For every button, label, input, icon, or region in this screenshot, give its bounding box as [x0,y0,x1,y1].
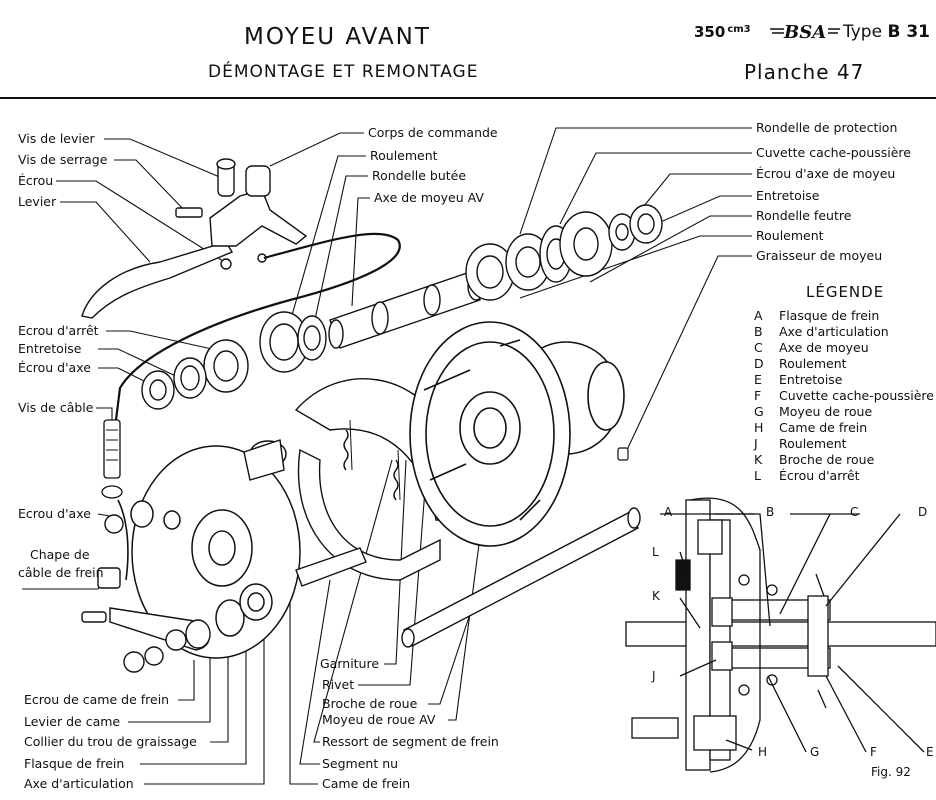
label-vis-de-serrage: Vis de serrage [18,152,108,167]
bsa-logo-icon: BSA [770,22,840,43]
right-bearing-seals [465,204,663,301]
label-graisseur-de-moyeu: Graisseur de moyeu [756,248,883,263]
figure-label: Fig. 92 [871,765,911,779]
label-broche-de-roue: Broche de roue [322,696,418,711]
brake-cam [243,439,367,587]
section-letter-f: F [870,745,877,759]
label-ressort-segment: Ressort de segment de frein [322,734,499,749]
cam-lever [81,567,211,673]
label-axe-de-moyeu-av: Axe de moyeu AV [374,190,484,205]
brake-cable [101,232,401,581]
label-entretoise-right: Entretoise [756,188,820,203]
label-rondelle-de-protection: Rondelle de protection [756,120,898,135]
engine-value: 350 [694,23,726,41]
label-cable-de-frein: câble de frein [18,565,104,580]
cross-section-view [625,497,936,773]
svg-text:BSA: BSA [783,22,826,43]
section-letter-g: G [810,745,820,759]
section-letter-a: A [664,505,673,519]
label-ecrou-daxe-de-moyeu: Écrou d'axe de moyeu [756,166,896,181]
label-came-de-frein: Came de frein [322,776,411,791]
label-entretoise-left: Entretoise [18,341,82,356]
label-cuvette-cache-poussiere: Cuvette cache-poussière [756,145,911,160]
section-letter-l: L [652,545,659,559]
leader-lines [22,127,752,785]
label-corps-de-commande: Corps de commande [368,125,498,140]
label-ecrou-de-came: Ecrou de came de frein [24,692,170,707]
section-letter-e: E [926,745,934,759]
engine-unit: cm3 [727,24,751,35]
label-garniture: Garniture [320,656,380,671]
brake-lever-assembly [81,158,308,319]
exploded-view-drawing [22,127,936,785]
label-flasque-de-frein: Flasque de frein [24,756,125,771]
section-letter-j: J [652,669,656,683]
label-ecrou-daxe-lower: Ecrou d'axe [18,506,91,521]
label-roulement-center: Roulement [370,148,438,163]
section-letter-d: D [918,505,928,519]
section-letter-b: B [766,505,775,519]
page-title: MOYEU AVANT [244,24,431,50]
wheel-hub [409,321,625,547]
model-prefix: Type [843,22,883,42]
model-code: B 31 [887,22,930,42]
section-letter-c: C [850,505,859,519]
label-vis-de-levier: Vis de levier [18,131,95,146]
label-rivet: Rivet [322,677,355,692]
label-levier-de-came: Levier de came [24,714,121,729]
page-subtitle: DÉMONTAGE ET REMONTAGE [208,62,479,82]
label-rondelle-butee: Rondelle butée [372,168,467,183]
label-roulement-right: Roulement [756,228,824,243]
wheel-spindle [401,507,641,648]
front-bearing [259,311,327,373]
label-ecrou-daxe: Écrou d'axe [18,360,91,375]
grease-nipple [617,447,629,461]
label-moyeu-de-roue-av: Moyeu de roue AV [322,712,436,727]
model-name: Type B 31 [843,22,930,42]
plate-number: Planche 47 [744,60,865,84]
label-rondelle-feutre: Rondelle feutre [756,208,852,223]
axle-nuts-left [104,339,249,534]
label-vis-de-cable: Vis de câble [18,400,94,415]
label-ecrou-darret: Ecrou d'arrêt [18,323,99,338]
label-collier-graissage: Collier du trou de graissage [24,734,197,749]
label-levier: Levier [18,194,57,209]
label-axe-darticulation: Axe d'articulation [24,776,134,791]
section-letter-k: K [652,589,660,603]
label-chape-de: Chape de [30,547,90,562]
label-segment-nu: Segment nu [322,756,399,771]
section-letter-h: H [758,745,768,759]
legend-title: LÉGENDE [806,283,885,301]
header-divider [0,97,936,99]
label-ecrou: Écrou [18,173,54,188]
